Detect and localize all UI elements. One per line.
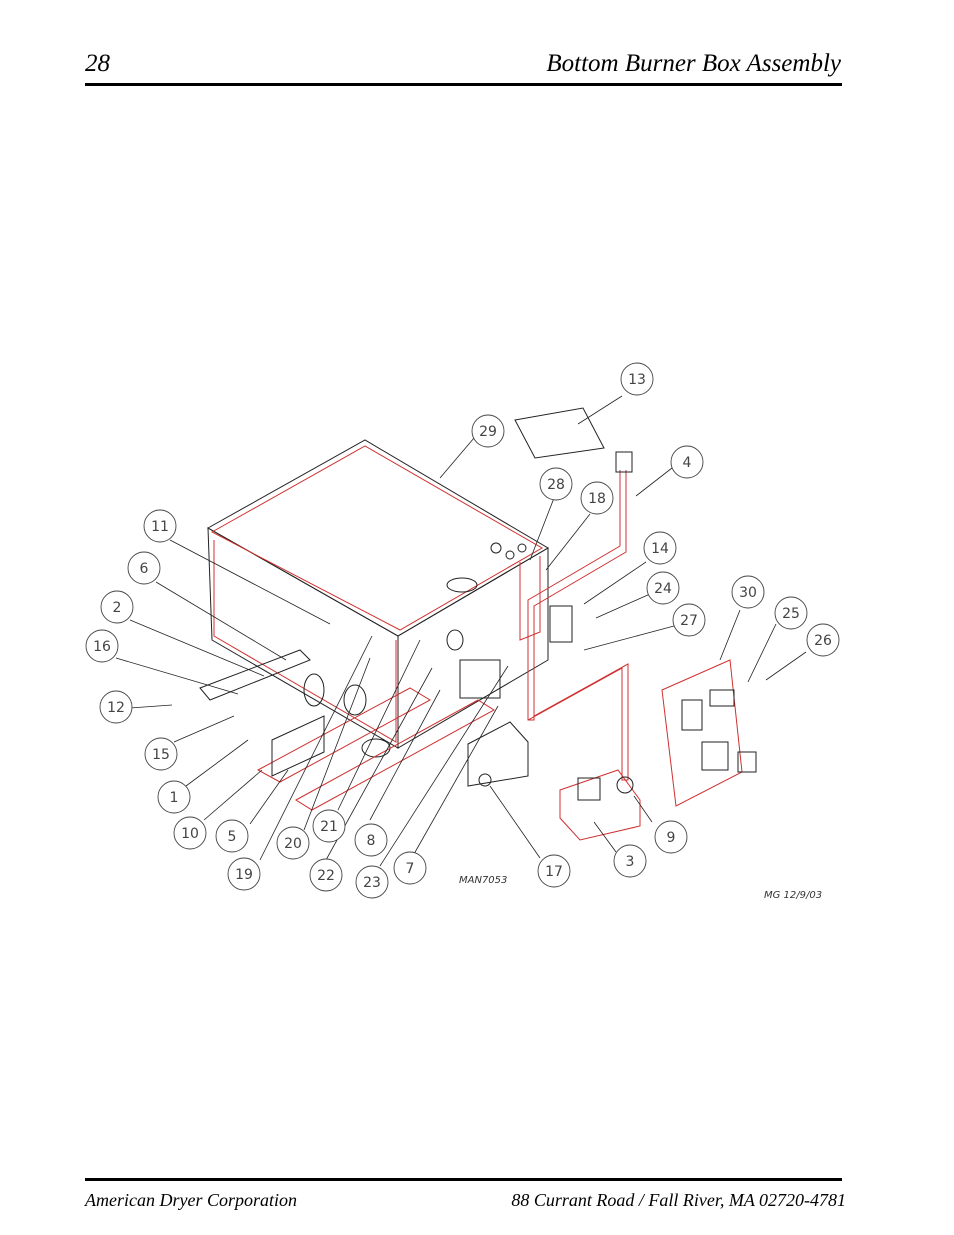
callout-18: 18 (588, 491, 606, 507)
callout-14: 14 (651, 541, 669, 557)
drawing-number: MAN7053 (459, 875, 507, 886)
footer-address: 88 Currant Road / Fall River, MA 02720-4… (511, 1190, 846, 1210)
callout-10: 10 (181, 826, 199, 842)
callout-20: 20 (284, 836, 302, 852)
callout-29: 29 (479, 424, 497, 440)
drawing-signature: MG 12/9/03 (764, 890, 822, 901)
callout-17: 17 (545, 864, 563, 880)
callout-8: 8 (367, 833, 376, 849)
callout-6: 6 (140, 561, 149, 577)
callout-23: 23 (363, 875, 381, 891)
callout-1: 1 (170, 790, 179, 806)
callout-2: 2 (113, 600, 122, 616)
callout-5: 5 (228, 829, 237, 845)
callout-24: 24 (654, 581, 672, 597)
callout-13: 13 (628, 372, 646, 388)
callout-3: 3 (626, 854, 635, 870)
callout-11: 11 (151, 519, 169, 535)
callout-21: 21 (320, 819, 338, 835)
callout-7: 7 (406, 861, 415, 877)
callout-25: 25 (782, 606, 800, 622)
callout-30: 30 (739, 585, 757, 601)
callout-16: 16 (93, 639, 111, 655)
callout-27: 27 (680, 613, 698, 629)
footer-rule (85, 1178, 842, 1181)
callout-28: 28 (547, 477, 565, 493)
callout-12: 12 (107, 700, 125, 716)
page-title: Bottom Burner Box Assembly (546, 50, 841, 77)
callout-22: 22 (317, 868, 335, 884)
callout-26: 26 (814, 633, 832, 649)
footer-company: American Dryer Corporation (85, 1190, 297, 1210)
callout-15: 15 (152, 747, 170, 763)
callout-4: 4 (683, 455, 692, 471)
callout-19: 19 (235, 867, 253, 883)
callout-9: 9 (667, 830, 676, 846)
page-number: 28 (85, 50, 110, 77)
header-rule (85, 83, 842, 86)
